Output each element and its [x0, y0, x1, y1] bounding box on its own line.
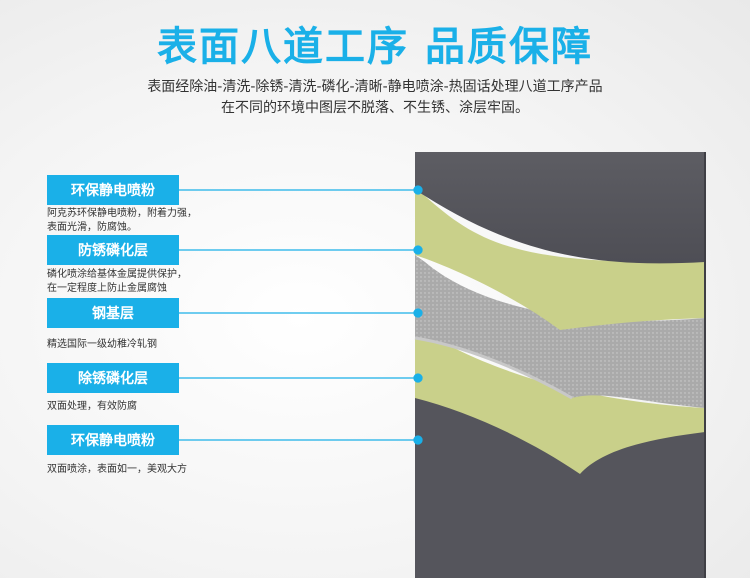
layer-top-phosphate — [415, 190, 705, 330]
marker-dot-4 — [413, 373, 423, 383]
marker-dot-1 — [413, 185, 423, 195]
layer-top-powder — [415, 152, 705, 264]
layer-label-antirust-phosphate: 防锈磷化层 — [47, 235, 179, 265]
marker-dot-3 — [413, 308, 423, 318]
subtitle-line-1: 表面经除油-清洗-除锈-清洗-磷化-清晰-静电喷涂-热固话处理八道工序产品 — [147, 79, 603, 95]
layer-steel — [415, 255, 705, 408]
layer-bottom-phosphate — [415, 330, 705, 474]
layer-desc-steel-base: 精选国际一级幼稚冷轧钢 — [47, 339, 157, 350]
marker-dot-2 — [413, 245, 423, 255]
layer-desc-powder-coat-bottom: 双面喷涂，表面如一，美观大方 — [47, 464, 187, 475]
layer-desc-derust-phosphate: 双面处理，有效防腐 — [47, 401, 137, 412]
marker-dot-5 — [413, 435, 423, 445]
layer-label-powder-coat-bottom: 环保静电喷粉 — [47, 425, 179, 455]
page-title: 表面八道工序 品质保障 — [157, 24, 593, 70]
layer-desc-antirust-phosphate: 磷化喷涂给基体金属提供保护， 在一定程度上防止金属腐蚀 — [47, 269, 187, 294]
subtitle-line-2: 在不同的环境中图层不脱落、不生锈、涂层牢固。 — [221, 100, 529, 116]
layer-label-derust-phosphate: 除锈磷化层 — [47, 363, 179, 393]
layer-desc-powder-coat: 阿克苏环保静电喷粉，附着力强， 表面光滑，防腐蚀。 — [47, 208, 197, 233]
layer-label-steel-base: 钢基层 — [47, 298, 179, 328]
layer-label-powder-coat: 环保静电喷粉 — [47, 175, 179, 205]
